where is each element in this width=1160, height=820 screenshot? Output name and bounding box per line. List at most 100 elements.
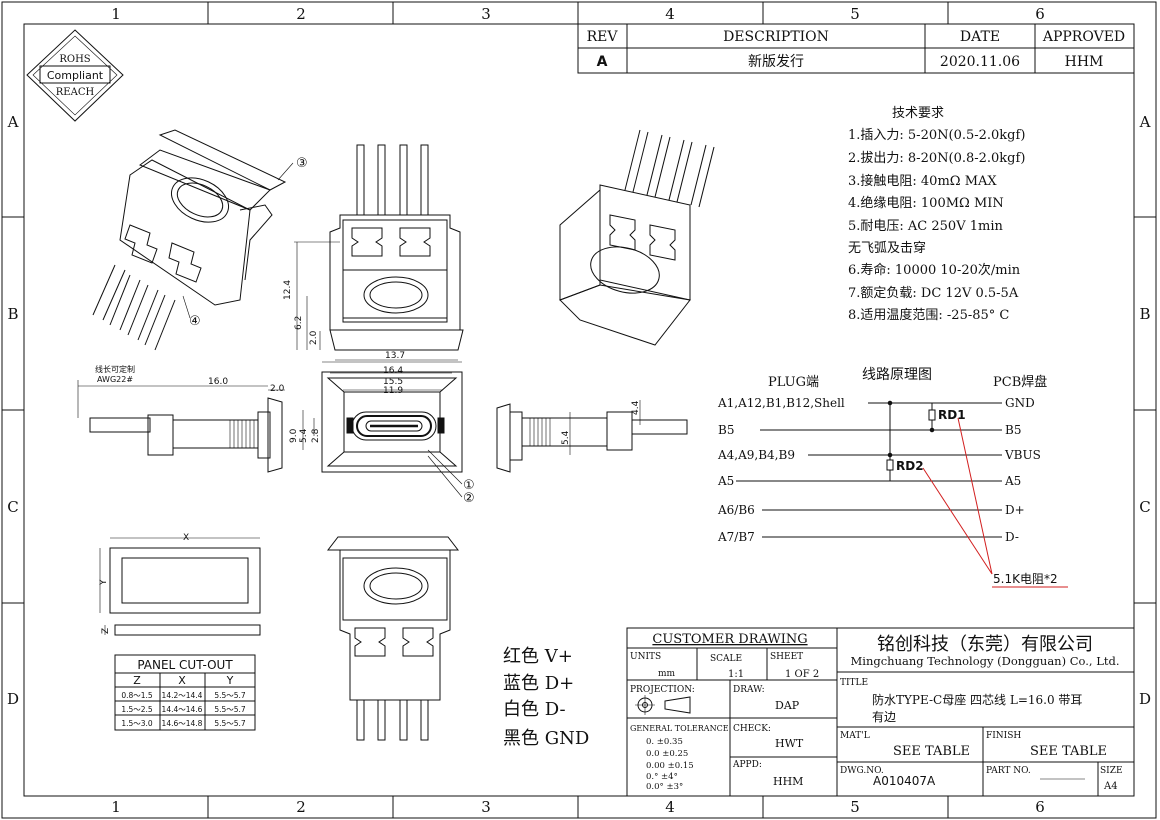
- svg-text:5.耐电压: AC 250V 1min: 5.耐电压: AC 250V 1min: [848, 219, 1003, 234]
- col-label-top: 1: [111, 5, 121, 23]
- svg-text:APPD:: APPD:: [732, 760, 762, 770]
- svg-text:D-: D-: [1005, 530, 1019, 544]
- grid-row-ticks: [2, 216, 1156, 604]
- svg-text:红色 V+: 红色 V+: [503, 646, 573, 667]
- row-label-right: A: [1139, 113, 1151, 131]
- svg-text:GENERAL TOLERANCE: GENERAL TOLERANCE: [630, 724, 729, 733]
- revision-table: REV DESCRIPTION DATE APPROVED A 新版发行 202…: [577, 23, 1135, 74]
- col-label-top: 3: [481, 5, 491, 23]
- svg-text:A6/B6: A6/B6: [717, 503, 755, 517]
- svg-text:无飞弧及击穿: 无飞弧及击穿: [848, 240, 926, 256]
- row-label-right: D: [1139, 690, 1151, 708]
- callout-2: ②: [463, 491, 475, 506]
- grid-column-ticks: [207, 2, 949, 818]
- col-label-top: 2: [296, 5, 306, 23]
- svg-text:0.8～1.5: 0.8～1.5: [121, 691, 153, 700]
- cut-dim-x: X: [183, 533, 189, 543]
- dim-11-9: 11.9: [383, 386, 403, 396]
- receptacle-face-view: [302, 361, 463, 498]
- panel-cutout-drawing: [99, 537, 261, 636]
- dim-15-5: 15.5: [383, 377, 403, 387]
- svg-text:蓝色 D+: 蓝色 D+: [503, 673, 574, 694]
- callout-4: ④: [189, 314, 201, 329]
- svg-text:A5: A5: [717, 474, 734, 488]
- svg-text:A5: A5: [1004, 474, 1021, 488]
- svg-text:1 OF 2: 1 OF 2: [785, 669, 819, 680]
- col-label-top: 5: [850, 5, 860, 23]
- callout-1: ①: [463, 478, 475, 493]
- svg-text:HWT: HWT: [775, 737, 804, 750]
- svg-text:A4,A9,B4,B9: A4,A9,B4,B9: [717, 448, 795, 462]
- dim-5-4: 5.4: [299, 428, 309, 443]
- svg-text:MAT'L: MAT'L: [840, 731, 870, 741]
- dim-4-4: 4.4: [631, 400, 641, 415]
- col-label-bottom: 1: [111, 798, 121, 816]
- svg-text:4.绝缘电阻: 100MΩ MIN: 4.绝缘电阻: 100MΩ MIN: [848, 195, 1004, 211]
- row-label-left: A: [7, 113, 19, 131]
- row-label-left: B: [7, 305, 18, 323]
- svg-text:A4: A4: [1103, 781, 1118, 792]
- svg-text:1.5～3.0: 1.5～3.0: [121, 719, 153, 728]
- dim-9-0: 9.0: [289, 428, 299, 443]
- company-name-cn: 铭创科技（东莞）有限公司: [877, 634, 1093, 655]
- callout-3: ③: [296, 156, 308, 171]
- svg-text:GND: GND: [1005, 396, 1035, 410]
- requirements-title: 技术要求: [892, 106, 944, 121]
- plug-label: PLUG端: [768, 375, 819, 390]
- dim-2-0b: 2.0: [270, 384, 285, 394]
- svg-text:14.2～14.4: 14.2～14.4: [162, 691, 203, 700]
- dim-13-7: 13.7: [385, 351, 405, 361]
- wire-color-legend: 红色 V+ 蓝色 D+ 白色 D- 黑色 GND: [503, 646, 589, 749]
- dim-16-0: 16.0: [208, 377, 228, 387]
- resistor-note: 5.1K电阻*2: [993, 572, 1058, 586]
- svg-text:DWG.NO.: DWG.NO.: [840, 766, 884, 776]
- svg-text:Y: Y: [226, 674, 234, 687]
- svg-text:SEE TABLE: SEE TABLE: [893, 744, 970, 759]
- drawing-number: A010407A: [873, 774, 936, 788]
- svg-text:A1,A12,B1,B12,Shell: A1,A12,B1,B12,Shell: [717, 396, 845, 410]
- svg-text:6.寿命: 10000 10-20次/min: 6.寿命: 10000 10-20次/min: [848, 262, 1021, 278]
- svg-text:白色 D-: 白色 D-: [503, 699, 566, 720]
- wire-note-awg: AWG22#: [97, 375, 133, 384]
- svg-text:DESCRIPTION: DESCRIPTION: [723, 29, 829, 45]
- rohs-compliance-logo: ROHS Compliant REACH: [26, 29, 124, 122]
- row-label-right: C: [1139, 498, 1150, 516]
- projection-symbol-icon: [635, 695, 691, 715]
- col-label-top: 4: [665, 5, 675, 23]
- svg-text:SIZE: SIZE: [1100, 766, 1123, 776]
- svg-text:A7/B7: A7/B7: [717, 530, 755, 544]
- svg-text:HHM: HHM: [1065, 54, 1104, 70]
- svg-text:REACH: REACH: [56, 87, 95, 98]
- rear-view: [326, 536, 460, 741]
- svg-text:B5: B5: [1005, 423, 1021, 437]
- schematic-title: 线路原理图: [862, 367, 932, 383]
- svg-text:1.5～2.5: 1.5～2.5: [121, 705, 153, 714]
- svg-text:0.0° ±3°: 0.0° ±3°: [646, 782, 683, 792]
- drawing-title-line2: 有边: [872, 710, 896, 724]
- svg-text:0.0 ±0.25: 0.0 ±0.25: [646, 749, 688, 759]
- svg-text:mm: mm: [658, 669, 676, 679]
- cut-dim-y: Y: [99, 579, 109, 586]
- resistor-1-label: RD1: [938, 408, 966, 422]
- dim-6-2: 6.2: [294, 316, 304, 330]
- svg-text:DRAW:: DRAW:: [733, 685, 765, 695]
- isometric-view-left: [92, 129, 294, 351]
- svg-text:PROJECTION:: PROJECTION:: [630, 685, 695, 695]
- wiring-schematic: 线路原理图 PLUG端 PCB焊盘 A1,A12,B1,B12,Shell B5…: [717, 367, 1068, 588]
- svg-text:0.° ±4°: 0.° ±4°: [646, 772, 678, 782]
- isometric-view-right: [559, 129, 715, 346]
- side-view-left: [77, 380, 285, 473]
- dim-2-8: 2.8: [311, 428, 321, 443]
- svg-text:2020.11.06: 2020.11.06: [940, 54, 1020, 70]
- col-label-bottom: 4: [665, 798, 675, 816]
- svg-text:CHECK:: CHECK:: [733, 724, 771, 734]
- row-label-left: D: [7, 690, 19, 708]
- svg-text:1:1: 1:1: [728, 669, 744, 680]
- customer-drawing-label: CUSTOMER DRAWING: [652, 632, 807, 647]
- svg-text:TITLE: TITLE: [840, 678, 868, 688]
- svg-text:APPROVED: APPROVED: [1042, 29, 1125, 45]
- dim-2-0: 2.0: [309, 330, 319, 345]
- resistor-2-label: RD2: [896, 459, 924, 473]
- svg-text:PANEL CUT-OUT: PANEL CUT-OUT: [137, 658, 233, 672]
